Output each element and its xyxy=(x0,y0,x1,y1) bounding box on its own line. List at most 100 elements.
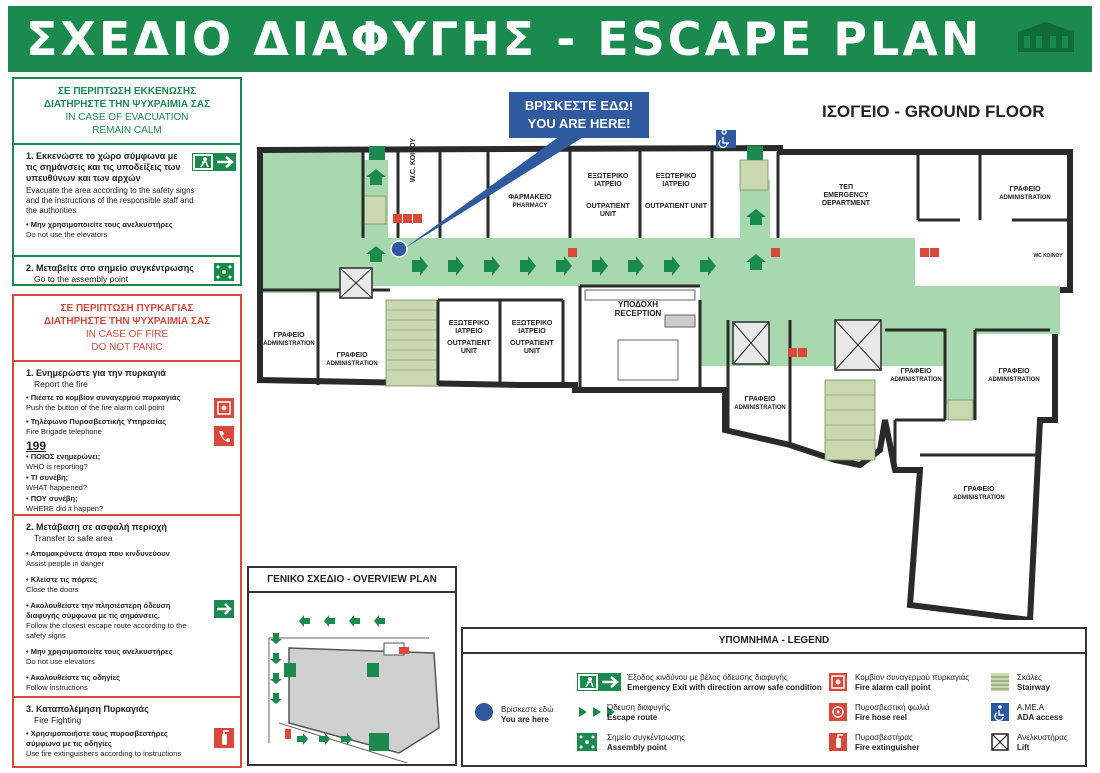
fire-s1d-en: WHAT happened? xyxy=(26,483,88,492)
fire-s2a-gr: • Απομακρύνετε άτομα που κινδυνεύουν xyxy=(26,549,170,558)
escape-arrow-up xyxy=(746,209,766,225)
legend-reel-gr: Πυροσβεστική φωλιά xyxy=(855,703,930,712)
evacuation-panel: ΣΕ ΠΕΡΙΠΤΩΣΗ ΕΚΚΕΝΩΣΗΣ ΔΙΑΤΗΡΗΣΤΕ ΤΗΝ ΨΥ… xyxy=(12,77,242,286)
fire-head-en-1: IN CASE OF FIRE xyxy=(85,329,169,340)
evac-step1-note-gr: • Μην χρησιμοποιείτε τους ανελκυστήρες xyxy=(26,220,173,229)
legend-exit-gr: Έξοδος κινδύνου με βέλος όδευσης διαφυγή… xyxy=(627,673,788,682)
op4-gr: ΕΞΩΤΕΡΙΚΟ ΙΑΤΡΕΙΟ xyxy=(511,320,553,335)
legend-route-gr: Όδευση διαφυγής xyxy=(607,703,670,712)
op2-gr: ΕΞΩΤΕΡΙΚΟ ΙΑΤΡΕΙΟ xyxy=(655,173,697,188)
reception-en: RECEPTION xyxy=(614,309,662,318)
op1-en: OUTPATIENT UNIT xyxy=(586,203,630,218)
fire-s2b-en: Close the doors xyxy=(26,585,79,594)
legend-exit: Έξοδος κινδύνου με βέλος όδευσης διαφυγή… xyxy=(627,673,822,693)
stairway xyxy=(363,159,974,461)
emergency-exit-signs xyxy=(369,129,763,160)
overview-arrow-left xyxy=(349,615,360,627)
fire-s3-en: Fire Fighting xyxy=(34,715,82,725)
fire-head-gr-1: ΣΕ ΠΕΡΙΠΤΩΣΗ ΠΥΡΚΑΓΙΑΣ xyxy=(60,303,194,314)
legend-ext-gr: Πυροσβεστήρας xyxy=(855,733,913,742)
evac-step2-gr: 2. Μεταβείτε στο σημείο συγκέντρωσης xyxy=(26,263,194,273)
fire-s1c-en: WHO is reporting? xyxy=(26,462,88,471)
you-are-here-marker xyxy=(390,240,408,258)
floor-title: ΙΣΟΓΕΙΟ - GROUND FLOOR xyxy=(822,102,1045,121)
admin-br-gr: ΓΡΑΦΕΙΟ xyxy=(963,486,995,493)
admin-l1-gr: ΓΡΑΦΕΙΟ xyxy=(273,332,305,339)
admin-c-gr: ΓΡΑΦΕΙΟ xyxy=(744,396,776,403)
admin-tr-en: ADMINISTRATION xyxy=(999,195,1051,201)
overview-map xyxy=(268,615,440,773)
overview-plan: ΓΕΝΙΚΟ ΣΧΕΔΙΟ - OVERVIEW PLAN xyxy=(247,566,457,773)
admin-r1-gr: ΓΡΑΦΕΙΟ xyxy=(900,368,932,375)
fire-s2e-gr: • Ακολουθείστε τις οδηγίες xyxy=(26,673,121,682)
fire-panel: ΣΕ ΠΕΡΙΠΤΩΣΗ ΠΥΡΚΑΓΙΑΣ ΔΙΑΤΗΡΗΣΤΕ ΤΗΝ ΨΥ… xyxy=(12,294,242,768)
legend-lift-icon xyxy=(991,733,1009,751)
pharmacy-en: PHARMACY xyxy=(512,203,548,209)
room-admin-left-2: ΓΡΑΦΕΙΟ ADMINISTRATION xyxy=(320,352,384,368)
room-admin-right-1: ΓΡΑΦΕΙΟ ADMINISTRATION xyxy=(888,368,944,384)
op3-en: OUTPATIENT UNIT xyxy=(447,340,491,355)
fire-brigade-number: 199 xyxy=(26,439,47,453)
fire-phone-icon xyxy=(214,426,234,446)
overview-arrow-right xyxy=(319,733,330,745)
legend-assembly-icon xyxy=(577,733,597,751)
room-wc-label: W.C. ΚΟΙΝΟΥ xyxy=(410,137,417,183)
room-outpatient-3: ΕΞΩΤΕΡΙΚΟ ΙΑΤΡΕΙΟ OUTPATIENT UNIT xyxy=(440,320,498,356)
admin-l2-en: ADMINISTRATION xyxy=(326,361,378,367)
reception-desk xyxy=(584,289,696,381)
fire-s1-gr: 1. Ενημερώστε για την πυρκαγιά xyxy=(26,368,166,378)
fire-s3-gr: 3. Καταπολέμηση Πυρκαγιάς xyxy=(26,704,149,714)
legend-alarm-en: Fire alarm call point xyxy=(855,683,931,692)
escape-arrow-right xyxy=(556,256,572,276)
fire-equipment xyxy=(393,214,939,357)
overview-arrow-right xyxy=(297,733,308,745)
overview-arrow-left xyxy=(324,615,335,627)
fire-step-1: 1. Ενημερώστε για την πυρκαγιά Report th… xyxy=(14,360,240,514)
op2-en: OUTPATIENT UNIT xyxy=(645,203,707,210)
fire-s2-gr: 2. Μετάβαση σε ασφαλή περιοχή xyxy=(26,522,167,532)
escape-arrow-right xyxy=(700,256,716,276)
evac-head-gr-1: ΣΕ ΠΕΡΙΠΤΩΣΗ ΕΚΚΕΝΩΣΗΣ xyxy=(57,86,197,97)
evac-head-en-2: REMAIN CALM xyxy=(92,125,162,136)
legend-ext-en: Fire extinguisher xyxy=(855,743,920,752)
admin-l2-gr: ΓΡΑΦΕΙΟ xyxy=(336,352,368,359)
escape-arrow-right xyxy=(628,256,644,276)
overview-arrow-left xyxy=(374,615,385,627)
legend-reel-en: Fire hose reel xyxy=(855,713,908,722)
fire-s2-en: Transfer to safe area xyxy=(34,533,113,543)
legend-exit-en: Emergency Exit with direction arrow safe… xyxy=(627,683,822,692)
emergency-exit-icon xyxy=(192,153,236,171)
legend-title: ΥΠΟΜΝΗΜΑ - LEGEND xyxy=(463,629,1085,654)
escape-arrow-right xyxy=(412,256,428,276)
assembly-point-icon xyxy=(214,263,234,281)
fire-s2a-en: Assist people in danger xyxy=(26,559,104,568)
er-en: EMERGENCY DEPARTMENT xyxy=(821,192,871,207)
fire-s1a-en: Push the button of the fire alarm call p… xyxy=(26,403,165,412)
legend-here-gr: Βρίσκεστε εδώ xyxy=(501,705,554,714)
room-outpatient-1: ΕΞΩΤΕΡΙΚΟ ΙΑΤΡΕΙΟ OUTPATIENT UNIT xyxy=(578,173,638,219)
op3-gr: ΕΞΩΤΕΡΙΚΟ ΙΑΤΡΕΙΟ xyxy=(448,320,490,335)
legend-alarm-icon xyxy=(829,673,847,691)
er-gr: ΤΕΠ xyxy=(839,184,853,191)
overview-arrow-down xyxy=(270,693,282,704)
admin-tr-gr: ΓΡΑΦΕΙΟ xyxy=(1009,186,1041,193)
escape-arrow-right xyxy=(448,256,464,276)
evac-step1-en: Evacuate the area according to the safet… xyxy=(26,186,195,215)
evac-step-2: 2. Μεταβείτε στο σημείο συγκέντρωσης Go … xyxy=(14,255,240,286)
admin-r1-en: ADMINISTRATION xyxy=(890,377,942,383)
evac-step-1: 1. Εκκενώστε το χώρο σύμφωνα με τις σημά… xyxy=(14,143,240,255)
fire-s1b-en: Fire Brigade telephone xyxy=(26,427,102,436)
op1-gr: ΕΞΩΤΕΡΙΚΟ ΙΑΤΡΕΙΟ xyxy=(587,173,629,188)
